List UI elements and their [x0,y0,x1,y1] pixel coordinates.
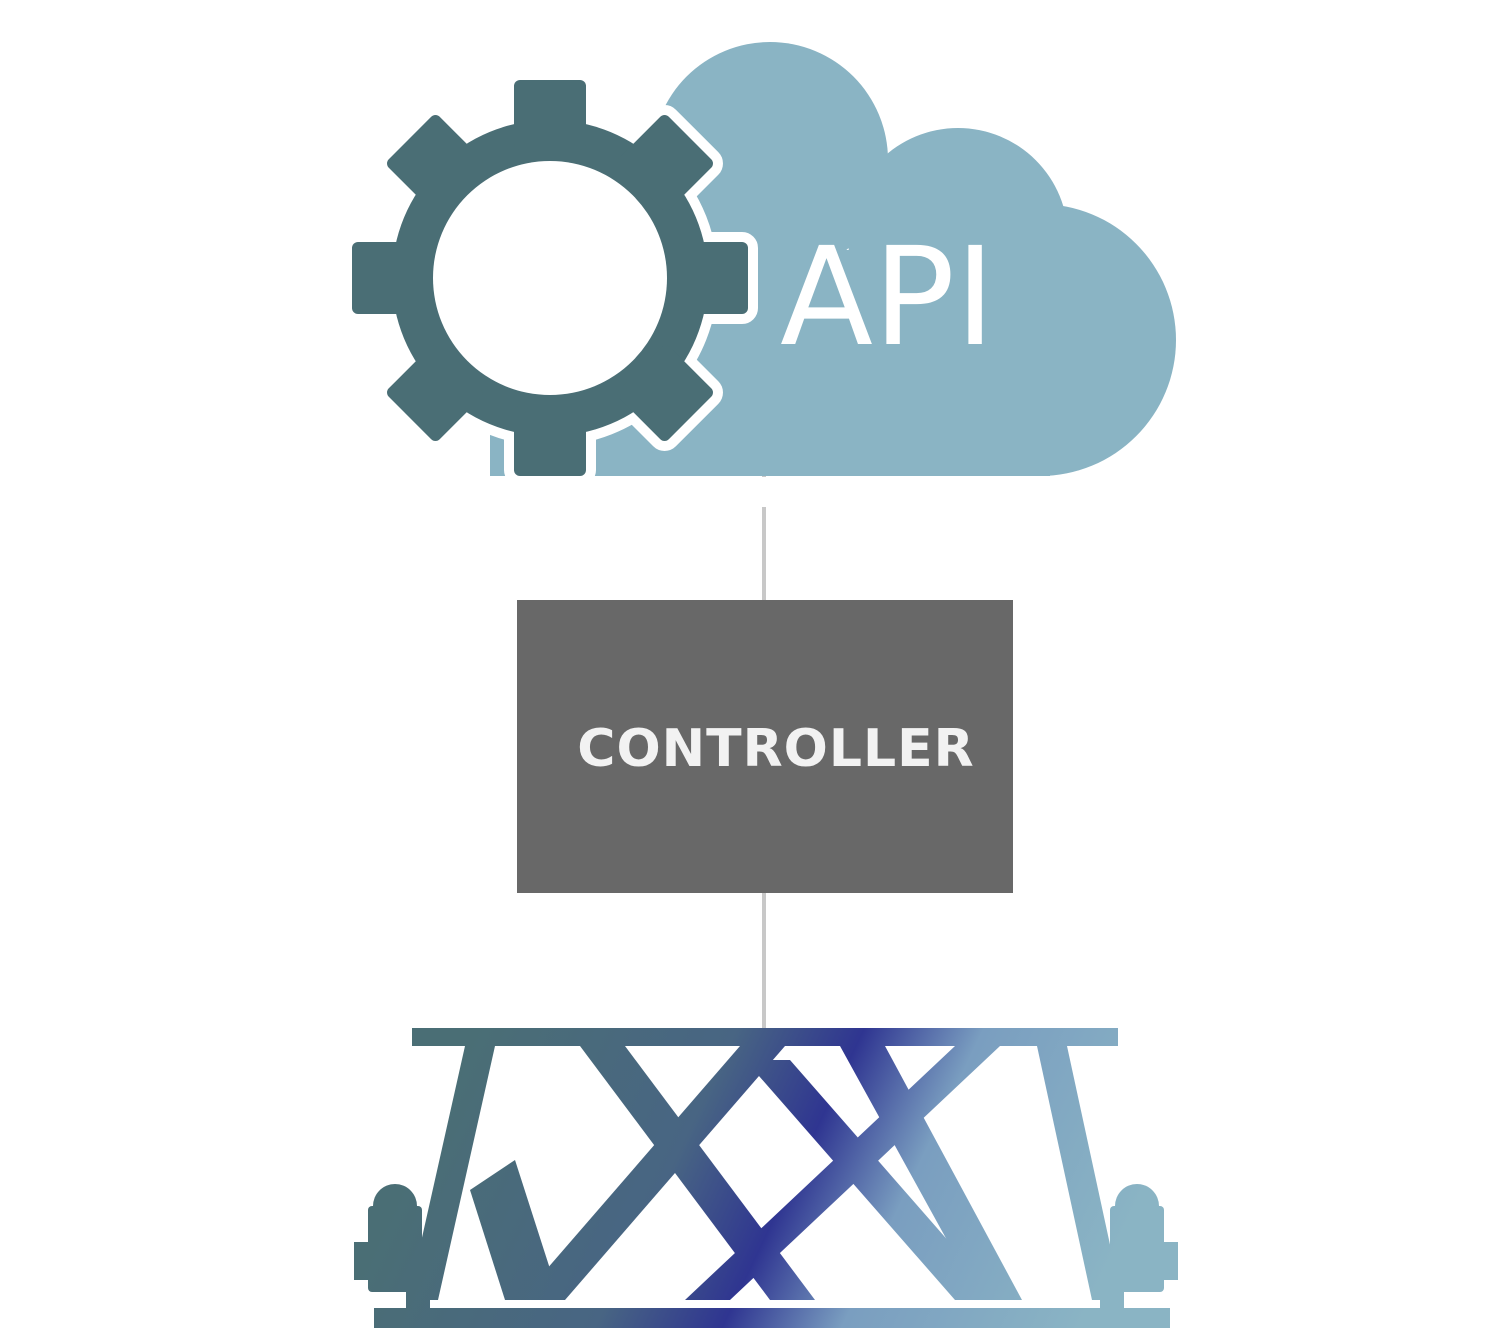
hexapod-leg-d [685,1046,1000,1300]
hexapod-leg-outer-right [1037,1046,1122,1300]
hexapod-left-support [354,1184,430,1308]
hexapod-top-plate [412,1028,1118,1046]
gear-icon [342,70,758,486]
controller-label: CONTROLLER [577,719,974,779]
gear-hole [433,161,667,395]
hexapod-right-support [1100,1184,1178,1308]
cloud-icon: API [480,42,1176,476]
hexapod-leg-f [470,1160,560,1300]
hexapod-leg-c [745,1060,1000,1300]
controller-box: CONTROLLER [517,600,1013,893]
hexapod-leg-b [520,1046,785,1300]
hexapod-base-plate [374,1308,1170,1328]
hexapod-platform-icon [354,1028,1178,1328]
hexapod-leg-outer-left [408,1046,495,1300]
api-label: API [780,219,995,377]
hexapod-leg-e [840,1046,1022,1300]
